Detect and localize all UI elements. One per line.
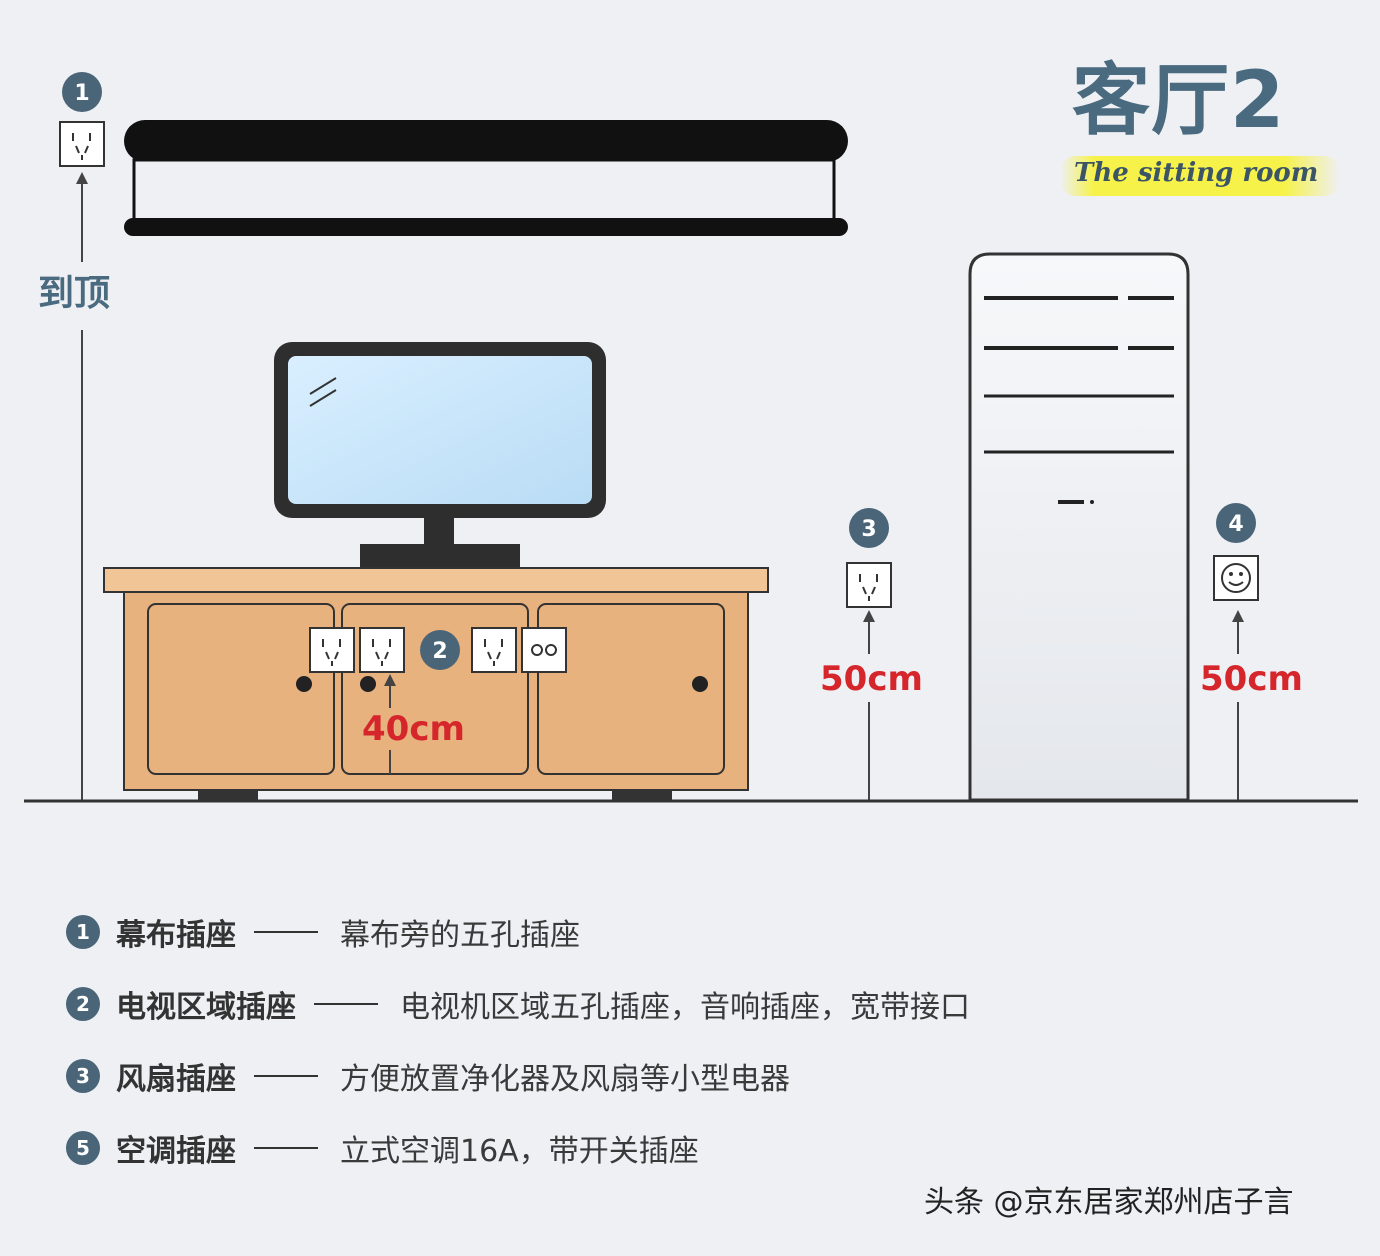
marker-2-badge <box>420 630 460 670</box>
marker-1-text: 1 <box>74 81 89 106</box>
marker-4-text: 4 <box>1228 512 1243 537</box>
legend-item: 2 电视区域插座 电视机区域五孔插座，音响插座，宽带接口 <box>66 968 1166 1040</box>
tv-cabinet <box>103 567 769 800</box>
legend-number-badge: 5 <box>66 1131 100 1165</box>
five-hole-outlet-icon <box>59 121 105 167</box>
legend-number-badge: 3 <box>66 1059 100 1093</box>
legend-item-description: 立式空调16A，带开关插座 <box>340 1134 699 1169</box>
legend-dash <box>254 1147 318 1149</box>
to-ceiling-label: 到顶 <box>38 273 111 314</box>
legend-number-badge: 2 <box>66 987 100 1021</box>
page-title: 客厅2 <box>1072 56 1286 146</box>
tv-outlet-height-label: 40cm <box>362 709 465 749</box>
page-subtitle: The sitting room <box>1074 158 1319 188</box>
five-hole-outlet-icon <box>359 627 405 673</box>
ac-outlet-height-label: 50cm <box>1200 659 1303 699</box>
legend-dash <box>254 1075 318 1077</box>
marker-1-badge <box>62 72 102 112</box>
five-hole-outlet-icon <box>471 627 517 673</box>
fan-outlet-group: 3 <box>846 508 892 800</box>
legend-number-badge: 1 <box>66 915 100 949</box>
marker-4-badge <box>1216 503 1256 543</box>
legend-item-description: 电视机区域五孔插座，音响插座，宽带接口 <box>400 990 970 1025</box>
five-hole-outlet-icon <box>846 562 892 608</box>
marker-3-badge <box>849 508 889 548</box>
outlet-1-group: 1 <box>59 72 105 800</box>
legend-item-name: 空调插座 <box>116 1134 236 1169</box>
tv-area-outlets: 2 <box>309 627 567 774</box>
legend-item: 1 幕布插座 幕布旁的五孔插座 <box>66 896 1166 968</box>
fan-outlet-height-label: 50cm <box>820 659 923 699</box>
legend: 1 幕布插座 幕布旁的五孔插座 2 电视区域插座 电视机区域五孔插座，音响插座，… <box>66 896 1166 1184</box>
legend-item-name: 风扇插座 <box>116 1062 236 1097</box>
ac-outlet-group: 4 <box>1213 503 1259 800</box>
air-conditioner <box>968 252 1190 802</box>
two-round-hole-outlet-icon <box>521 627 567 673</box>
legend-dash <box>254 931 318 933</box>
tv <box>274 342 606 570</box>
legend-item: 5 空调插座 立式空调16A，带开关插座 <box>66 1112 1166 1184</box>
round-outlet-icon <box>1213 555 1259 601</box>
subtitle-highlight <box>1060 156 1340 196</box>
legend-item-name: 电视区域插座 <box>116 990 296 1025</box>
legend-item-name: 幕布插座 <box>116 918 236 953</box>
marker-3-text: 3 <box>861 517 876 542</box>
projector-screen <box>124 120 848 236</box>
marker-2-text: 2 <box>432 639 447 664</box>
legend-item: 3 风扇插座 方便放置净化器及风扇等小型电器 <box>66 1040 1166 1112</box>
legend-item-description: 方便放置净化器及风扇等小型电器 <box>340 1062 790 1097</box>
legend-dash <box>314 1003 378 1005</box>
five-hole-outlet-icon <box>309 627 355 673</box>
watermark: 头条 @京东居家郑州店子言 <box>924 1185 1294 1220</box>
legend-item-description: 幕布旁的五孔插座 <box>340 918 580 953</box>
